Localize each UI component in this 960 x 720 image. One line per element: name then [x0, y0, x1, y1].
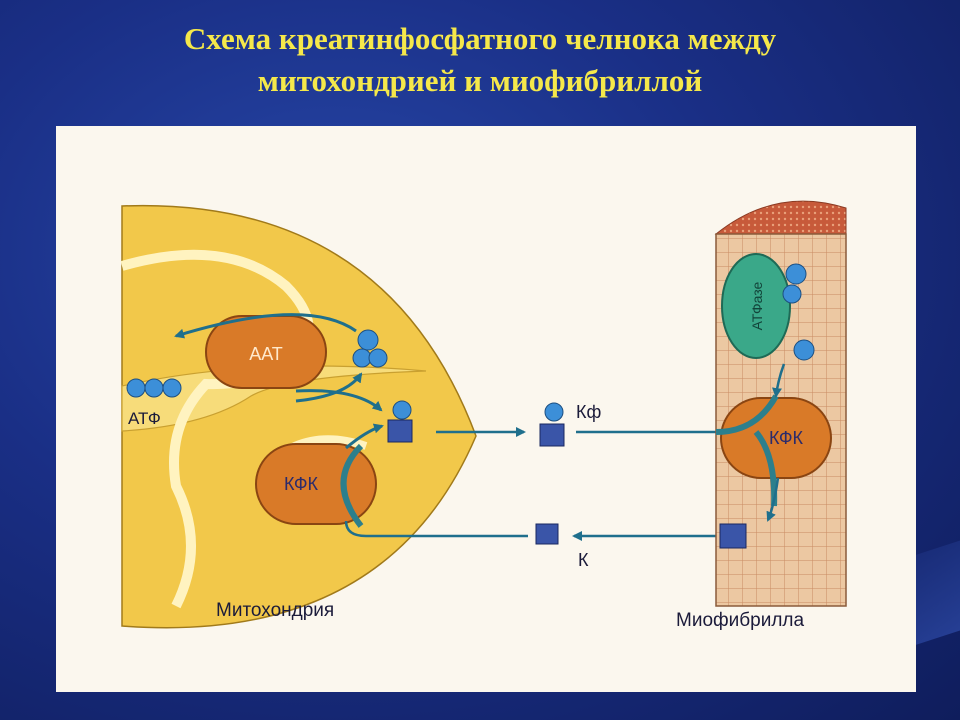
arrow-atpase-to-kfk: [772, 363, 786, 398]
arrow-kfk-to-creatine: [766, 477, 780, 522]
myofibril-top: [714, 200, 847, 235]
mitochondrion: ААТ КФК АТФ: [120, 204, 477, 629]
k-label: К: [578, 550, 589, 570]
atpase-enzyme: [721, 253, 791, 359]
mito-creatine-phosphate: [387, 400, 413, 443]
arrow-to-cube: [295, 389, 383, 412]
creatine-shuttle: [535, 523, 559, 545]
aat-label: ААТ: [249, 344, 283, 364]
mitochondrion-label: Митохондрия: [216, 600, 334, 621]
myofibril: АТФазе КФК: [714, 200, 847, 607]
kf-label: Кф: [576, 402, 601, 422]
mitochondrion-outer: [121, 204, 477, 629]
shuttle-diagram: ААТ КФК АТФ: [120, 200, 847, 631]
atpase-label: АТФазе: [749, 281, 765, 330]
title-line-2: митохондрией и миофибриллой: [257, 63, 703, 98]
slide-title: Схема креатинфосфатного челнока между ми…: [0, 18, 960, 102]
adp-molecule: [352, 329, 388, 368]
myofibril-creatine: [719, 523, 747, 549]
creatine-phosphate-shuttle: [539, 402, 565, 447]
atp-molecule: [126, 378, 182, 398]
myofibril-adp: [782, 263, 815, 361]
myofibril-label: Миофибрилла: [676, 610, 804, 631]
arrow-aat-loop: [174, 313, 357, 339]
myofibril-kfk-label: КФК: [769, 428, 804, 448]
mito-kfk-label: КФК: [284, 474, 319, 494]
arrow-kfk-up: [345, 423, 384, 450]
diagram-panel: ААТ КФК АТФ: [56, 126, 916, 692]
title-line-1: Схема креатинфосфатного челнока между: [183, 21, 777, 56]
arrow-k-to-mito: [344, 520, 528, 538]
atp-label: АТФ: [128, 409, 161, 428]
